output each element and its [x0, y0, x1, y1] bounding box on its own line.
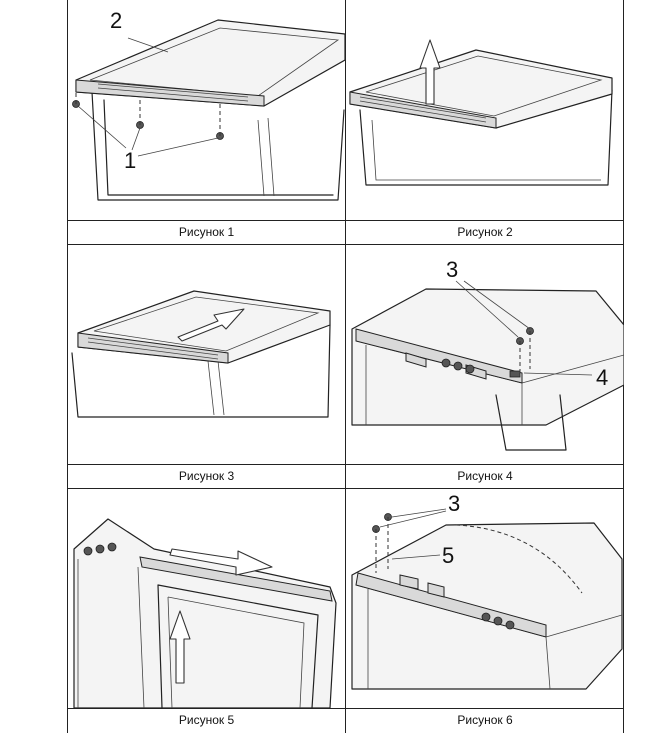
- callout-1: 1: [124, 148, 136, 173]
- callout-3: 3: [446, 257, 458, 282]
- screws: [72, 92, 224, 140]
- worktop-lid: [349, 49, 613, 129]
- fridge-body: [359, 89, 613, 186]
- fridge-door-detail: [73, 518, 337, 708]
- leader-lines: [379, 508, 447, 560]
- figure-5-caption: Рисунок 5: [178, 713, 235, 727]
- figure-3-drawing: [68, 245, 345, 464]
- worktop-lid: [75, 19, 345, 107]
- callout-4: 4: [596, 365, 608, 390]
- leader-lines: [455, 280, 593, 376]
- fridge-top-detail: [351, 522, 623, 690]
- figure-3-caption: Рисунок 3: [178, 469, 235, 483]
- figure-4-caption: Рисунок 4: [457, 469, 513, 483]
- row-divider: [67, 464, 624, 465]
- column-divider: [345, 0, 346, 733]
- figure-4-drawing: 3 4: [346, 245, 624, 464]
- fridge-body: [71, 324, 331, 418]
- row-divider: [67, 488, 624, 489]
- figure-6-caption: Рисунок 6: [457, 713, 513, 727]
- row-divider: [67, 244, 624, 245]
- figure-5-drawing: [68, 489, 345, 708]
- callout-5: 5: [442, 543, 454, 568]
- leader-lines: [77, 37, 219, 157]
- row-divider: [67, 708, 624, 709]
- figure-1-caption: Рисунок 1: [178, 225, 235, 239]
- up-arrow-icon: [419, 39, 441, 105]
- figure-2-caption: Рисунок 2: [457, 225, 513, 239]
- up-arrow-icon: [169, 610, 191, 684]
- callout-2: 2: [110, 8, 122, 33]
- screws: [372, 513, 392, 573]
- slide-right-arrow-icon: [169, 548, 273, 576]
- fridge-body: [91, 91, 345, 201]
- callout-3: 3: [448, 491, 460, 516]
- row-divider: [67, 220, 624, 221]
- figure-1-drawing: 2 1: [68, 0, 345, 220]
- figure-6-drawing: 3 5: [346, 489, 624, 708]
- figure-2-drawing: [346, 0, 624, 220]
- fridge-top-detail: [351, 288, 624, 451]
- screws: [516, 327, 534, 373]
- slide-arrow-icon: [177, 308, 245, 342]
